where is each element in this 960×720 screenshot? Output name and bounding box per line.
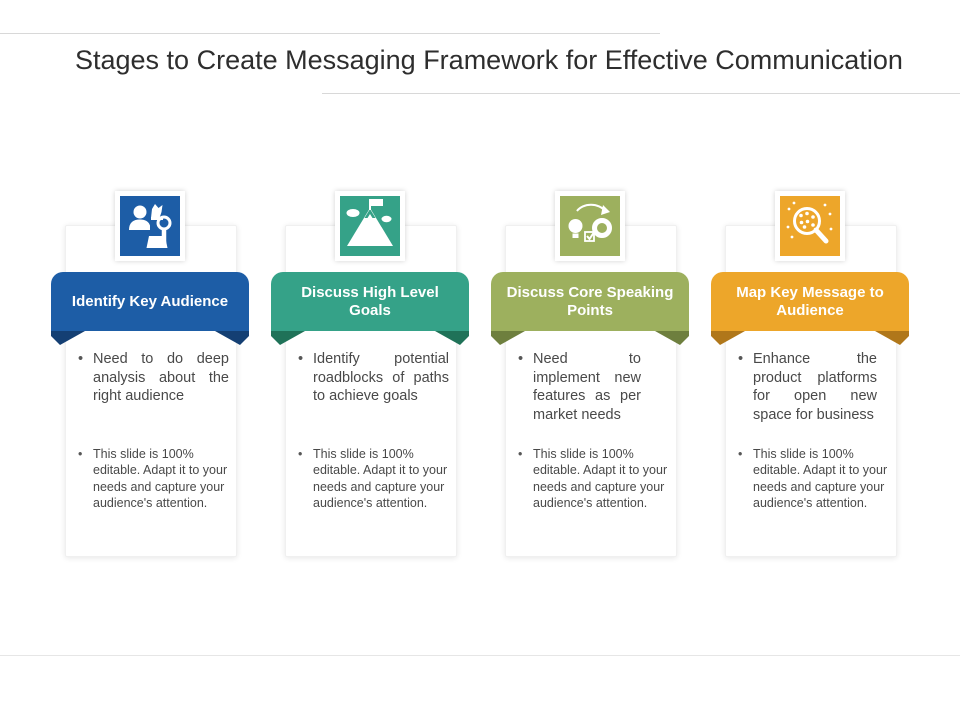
- message-search-icon: [786, 201, 833, 244]
- bullet-marker: •: [78, 351, 84, 367]
- stage-header-ribbon: [51, 272, 249, 345]
- stage-bullet: • This slide is 100% editable. Adapt it …: [298, 446, 463, 511]
- stage-icon-frame: [115, 191, 185, 261]
- stage-column-identify-audience: Identify Key Audience • Need to do deep …: [40, 190, 260, 610]
- stage-icon-box: [780, 196, 840, 256]
- bullet-text: Enhance the product platforms for open n…: [753, 351, 877, 423]
- bullet-marker: •: [518, 351, 524, 367]
- bullet-marker: •: [298, 447, 303, 461]
- stage-header-ribbon: [271, 272, 469, 345]
- footer-rule: [0, 655, 960, 656]
- stage-column-high-level-goals: Discuss High Level Goals • Identify pote…: [260, 190, 480, 610]
- bullet-marker: •: [738, 447, 743, 461]
- bullet-marker: •: [738, 351, 744, 367]
- stage-title: Discuss Core Speaking Points: [506, 283, 674, 319]
- stage-bullet: • Enhance the product platforms for open…: [738, 350, 877, 424]
- bullet-text: This slide is 100% editable. Adapt it to…: [753, 447, 888, 510]
- ideation-process-icon: [568, 203, 612, 242]
- stage-icon-frame: [555, 191, 625, 261]
- goal-mountain-icon: [346, 199, 393, 246]
- stage-column-core-speaking-points: Discuss Core Speaking Points • Need to i…: [480, 190, 700, 610]
- stage-icon-frame: [775, 191, 845, 261]
- bullet-marker: •: [298, 351, 304, 367]
- stage-bullet: • This slide is 100% editable. Adapt it …: [518, 446, 683, 511]
- header-top-rule: [0, 33, 660, 34]
- bullet-text: This slide is 100% editable. Adapt it to…: [533, 447, 668, 510]
- stage-header-ribbon: [491, 272, 689, 345]
- bullet-marker: •: [78, 447, 83, 461]
- stage-bullet: • Need to do deep analysis about the rig…: [78, 350, 229, 406]
- bullet-text: Identify potential roadblocks of paths t…: [313, 351, 449, 405]
- stage-bullet: • This slide is 100% editable. Adapt it …: [738, 446, 903, 511]
- bullet-text: This slide is 100% editable. Adapt it to…: [93, 447, 228, 510]
- bullet-text: This slide is 100% editable. Adapt it to…: [313, 447, 448, 510]
- stage-icon-box: [120, 196, 180, 256]
- bullet-text: Need to implement new features as per ma…: [533, 351, 641, 423]
- stage-header-ribbon: [711, 272, 909, 345]
- audience-research-icon: [129, 204, 172, 248]
- stage-icon-frame: [335, 191, 405, 261]
- page-title: Stages to Create Messaging Framework for…: [75, 45, 903, 75]
- stage-title: Identify Key Audience: [71, 292, 229, 310]
- stage-title: Map Key Message to Audience: [736, 283, 884, 319]
- stage-icon-box: [340, 196, 400, 256]
- bullet-text: Need to do deep analysis about the right…: [93, 351, 229, 405]
- bullet-marker: •: [518, 447, 523, 461]
- stage-bullet: • Need to implement new features as per …: [518, 350, 641, 424]
- stage-title: Discuss High Level Goals: [301, 283, 439, 319]
- stage-column-map-key-message: Map Key Message to Audience • Enhance th…: [700, 190, 920, 610]
- stage-bullet: • This slide is 100% editable. Adapt it …: [78, 446, 243, 511]
- stage-icon-box: [560, 196, 620, 256]
- stage-bullet: • Identify potential roadblocks of paths…: [298, 350, 449, 406]
- header-bottom-rule: [322, 93, 960, 94]
